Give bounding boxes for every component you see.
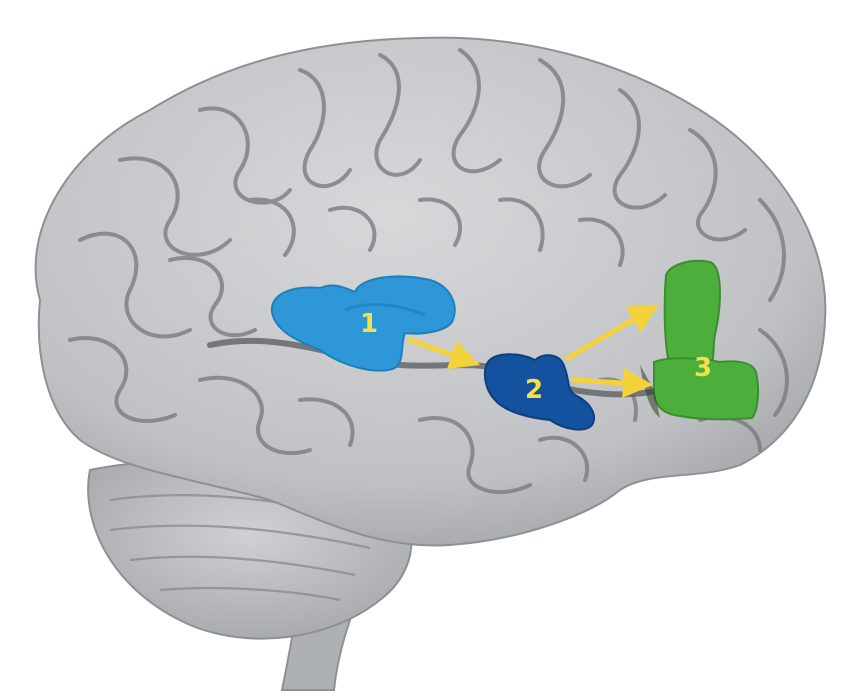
region-3-upper [665,261,720,364]
region-1-label: 1 [360,309,378,339]
region-2-label: 2 [525,375,543,405]
region-3-label: 3 [694,353,712,383]
